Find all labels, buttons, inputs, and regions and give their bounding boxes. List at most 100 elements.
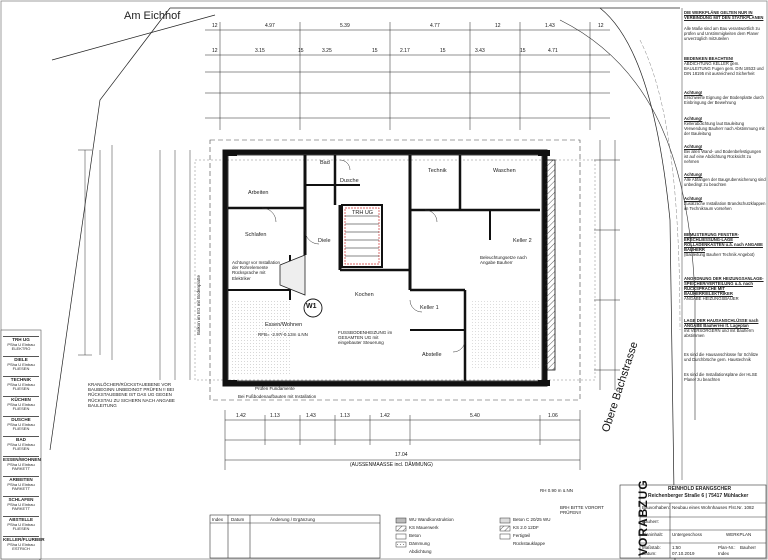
note-header-text: DIE WERKPLÄNE GELTEN NUR IN VERBINDUNG M… [684,10,764,20]
note-hinweis3-text: Kellerabdichtung laut Bauleitung Verwend… [684,121,765,136]
room-abstelle: Abstelle [422,352,442,358]
note-header: DIE WERKPLÄNE GELTEN NUR IN VERBINDUNG M… [684,10,766,20]
room-keller2: Keller 2 [513,238,532,244]
room-kochen: Kochen [355,292,374,298]
note-heizung-text: ANGABE HEIZUNGSBAUER [684,296,739,301]
room-diele: Diele [318,238,331,244]
plannr-label: Plan-Nr.: [718,545,736,550]
legend-item-title: KÜCHEN [3,396,39,403]
note-hinweis1-title: BEDENKEN BEACHTEN! [684,56,734,61]
dim-label: 5.39 [340,23,350,29]
legend-bottom-right-item: Rückstauklappe [513,541,546,546]
bauvorhaben-label: Bauvorhaben: [642,505,671,510]
werkplan-label: WERKPLAN [726,532,752,537]
note-haus-title: LAGE DER HAUSANSCHLÜSSE nach ANGABE Bauh… [684,318,759,328]
note-hinweis5: Achtung!Alle Abfangen der Baugrubensiche… [684,172,766,187]
dim-label: 12 [212,23,218,29]
note-hinweis4: Achtung!Bei allen Wand- und Bodenbefesti… [684,144,766,164]
dim-lines-bottom [224,410,581,470]
datum-label: Datum: [642,551,657,556]
dim-label: 3.25 [322,48,332,54]
note-haus-text: mit VERSORGERN und mit Bauherrn abstimme… [684,328,754,338]
street-am-eichhof: Am Eichhof [124,10,181,22]
misc-vorrat: BRH BITTE VORORT PRÜFEN!! [560,505,604,516]
dim-label: 1.13 [340,413,350,419]
legend-item-title: ARBEITEN [3,476,39,483]
room-arbeiten: Arbeiten [248,190,269,196]
dim-total: 17.04 [395,452,408,458]
change-table [209,514,381,559]
legend-item-text: PSha U Einbau PARKETT [7,501,35,512]
legend-bottom-item: KS Mauerwerk [409,525,439,530]
legend-item-title: KELLER/FLURBER [3,536,45,542]
legend-item-text: PSha U Einbau FLIESEN [7,521,35,532]
w1-marker [303,298,323,318]
dim-caption: (AUSSENMAASSE incl. DÄMMUNG) [350,462,433,468]
dim-label: 1.43 [306,413,316,419]
legend-item-text: PSha U Einbau FLIESEN [7,441,35,452]
note-hinweis3: Achtung!Kellerabdichtung laut Bauleitung… [684,116,766,136]
room-essen-wohnen: Essen/Wohnen [265,322,303,328]
dim-label: 3.43 [475,48,485,54]
legend-item-title: DUSCHE [3,416,39,423]
note-fussbodenheizung: FUSSBODENHEIZUNG im GESAMTEN UG mit eing… [338,330,393,346]
datum-value: 07.10.2019 [672,551,695,556]
legend-item-text: PSha U Einbau PARKETT [7,461,35,472]
outer-walls [222,149,556,387]
note-rampe: RFB= -2.97/-0.13m ü.NN [258,332,308,337]
legend-bottom-right-item: KS 2.0 12DF [513,525,539,530]
legend-item-title: SCHLAFEN [3,496,39,503]
note-haus: LAGE DER HAUSANSCHLÜSSE nach ANGABE Bauh… [684,318,766,338]
dim-label: 1.43 [545,23,555,29]
legend-bottom-item: Abdichtung [409,549,432,554]
legend-item-title: TRH UG [3,336,39,343]
legend-item-title: BAD [3,436,39,443]
note-mass: Alle Maße sind am Bau verantwortlich zu … [684,26,760,41]
bauherr-label: Bauherr: [642,519,660,524]
massstab-label: Maßstab: [642,545,661,550]
dim-label: 3.15 [255,48,265,54]
misc-gruen-note: Bei Fußbodenaufbauten mit Installation [238,394,317,399]
note-hinweis6-text: Zusätzliche Installation Brandschutzklap… [684,201,766,211]
dim-label: 2.17 [400,48,410,54]
note-hinweis6: Achtung!Zusätzliche Installation Brandsc… [684,196,766,211]
dim-label: 4.77 [430,23,440,29]
legend-item-text: PSha U Einbau FLIESEN [7,401,35,412]
note-fenster-text: (Bauleitung Bauherr Technik Angebot) [684,252,755,257]
room-keller1: Keller 1 [420,305,439,311]
dim-label: 5.40 [470,413,480,419]
legend-item-text: PSha U Einbau FLIESEN [7,361,35,372]
room-schlafen: Schlafen [245,232,267,238]
dim-label: 1.13 [270,413,280,419]
misc-stuetze: Prüfen Fundamente [255,386,295,391]
staircase [341,204,383,268]
change-table-change: Änderung / Ergänzung [270,517,316,522]
dim-label: 1.06 [548,413,558,419]
note-hinweis2: Achtung!Erschwerte Eignung der Bodenplat… [684,90,766,105]
dim-label: 12 [212,48,218,54]
legend-item-title: ESSEN/WOHNEN [3,456,41,462]
legend-bottom-right-item: Beton C 20/25 WU [513,517,551,522]
dim-label: 12 [598,23,604,29]
massstab-value: 1:50 [672,545,681,550]
dim-label: 4.97 [265,23,275,29]
misc-bottom-hint: RH 0.90 m ü.NN [540,488,574,493]
note-schlitz: Es sind die Hausanschlüsse für Schlitze … [684,352,759,362]
legend-item-text: PSha U Einbau PARKETT [7,481,35,492]
misc-gruenflaeche: Balkon im EG mit Bodenplatte [196,274,201,335]
plannr-value: Bauherr [740,545,757,550]
note-hinweis6-title: Achtung! [684,196,703,201]
note-hinweis1-text: ABDICHTUNG KELLER gem. BAULEITUNG Fugen … [684,61,764,76]
planinhalt-label: Planinhalt: [642,532,664,537]
note-achtung-schlafen: Achtung! vor Installation der Rohrelemen… [232,260,281,281]
